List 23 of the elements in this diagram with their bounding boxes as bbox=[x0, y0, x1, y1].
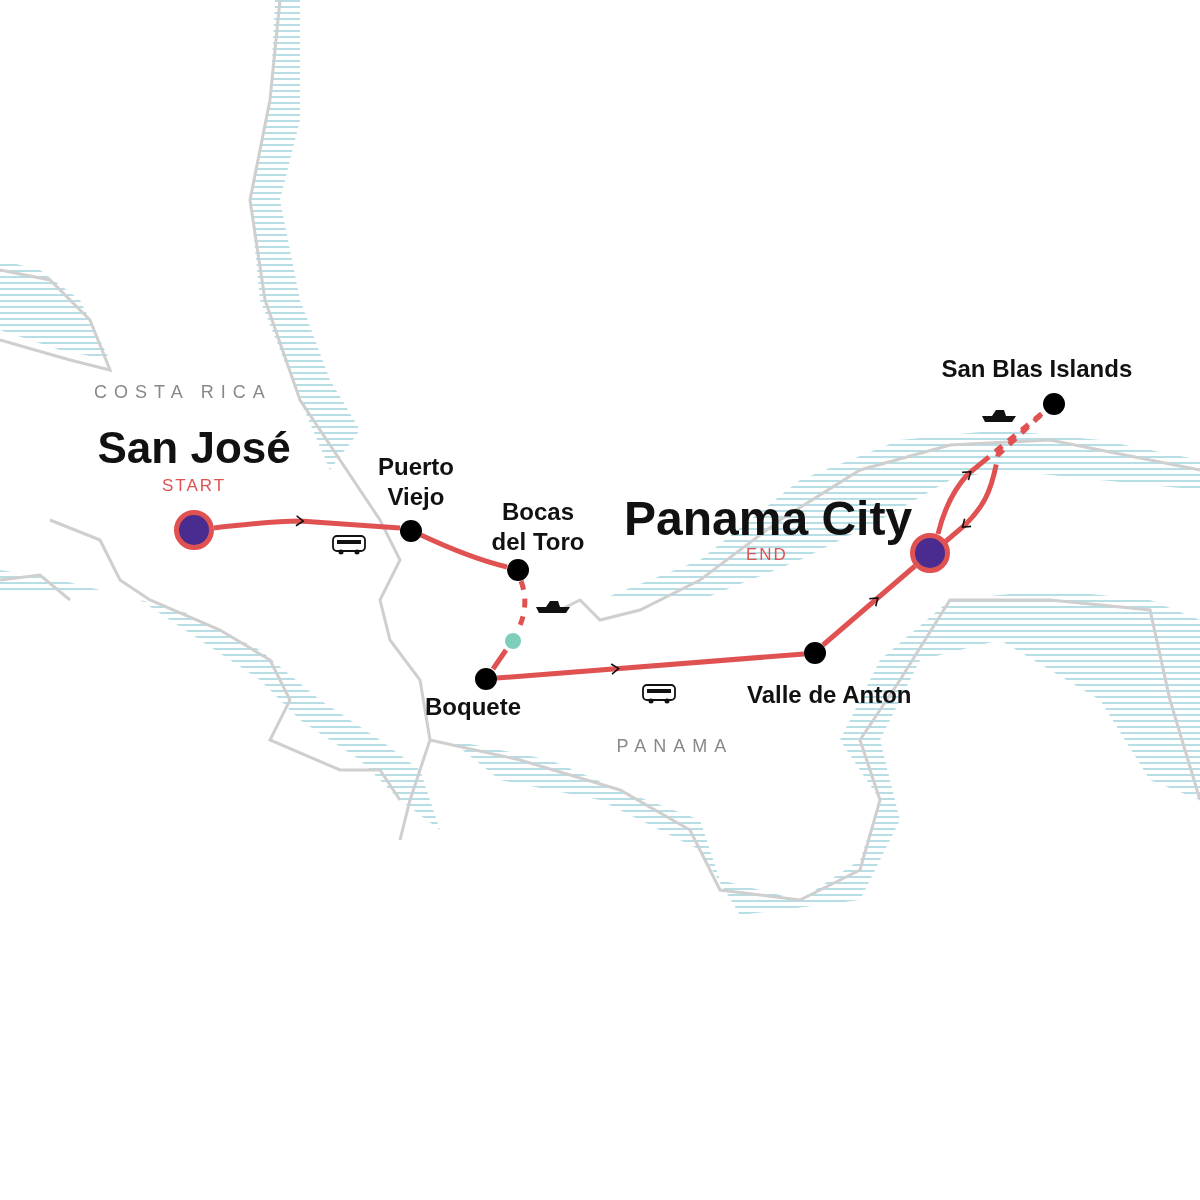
map-label: END bbox=[746, 545, 788, 565]
stop-marker bbox=[804, 642, 826, 664]
route-line bbox=[496, 651, 805, 681]
place-name: Valle de Anton bbox=[747, 681, 912, 709]
stop-marker bbox=[400, 520, 422, 542]
stop-marker bbox=[507, 559, 529, 581]
start-end-marker bbox=[174, 510, 214, 550]
route-line bbox=[419, 532, 508, 570]
route-line bbox=[490, 648, 509, 671]
place-name: San José bbox=[97, 423, 291, 473]
trip-point-tag: START bbox=[162, 476, 227, 496]
stop-marker bbox=[1043, 393, 1065, 415]
place-name: San Blas Islands bbox=[941, 355, 1133, 383]
place-name: Puerto Viejo bbox=[377, 452, 455, 512]
route-line bbox=[213, 514, 401, 531]
start-end-marker bbox=[910, 533, 950, 573]
place-name: Boquete bbox=[425, 693, 521, 721]
map-label: COSTA RICA bbox=[94, 381, 272, 403]
place-name: Bocas del Toro bbox=[490, 497, 586, 557]
route-line bbox=[821, 564, 917, 647]
place-name: Panama City bbox=[624, 490, 913, 546]
stop-marker bbox=[475, 668, 497, 690]
map-label: PANAMA bbox=[616, 735, 734, 757]
